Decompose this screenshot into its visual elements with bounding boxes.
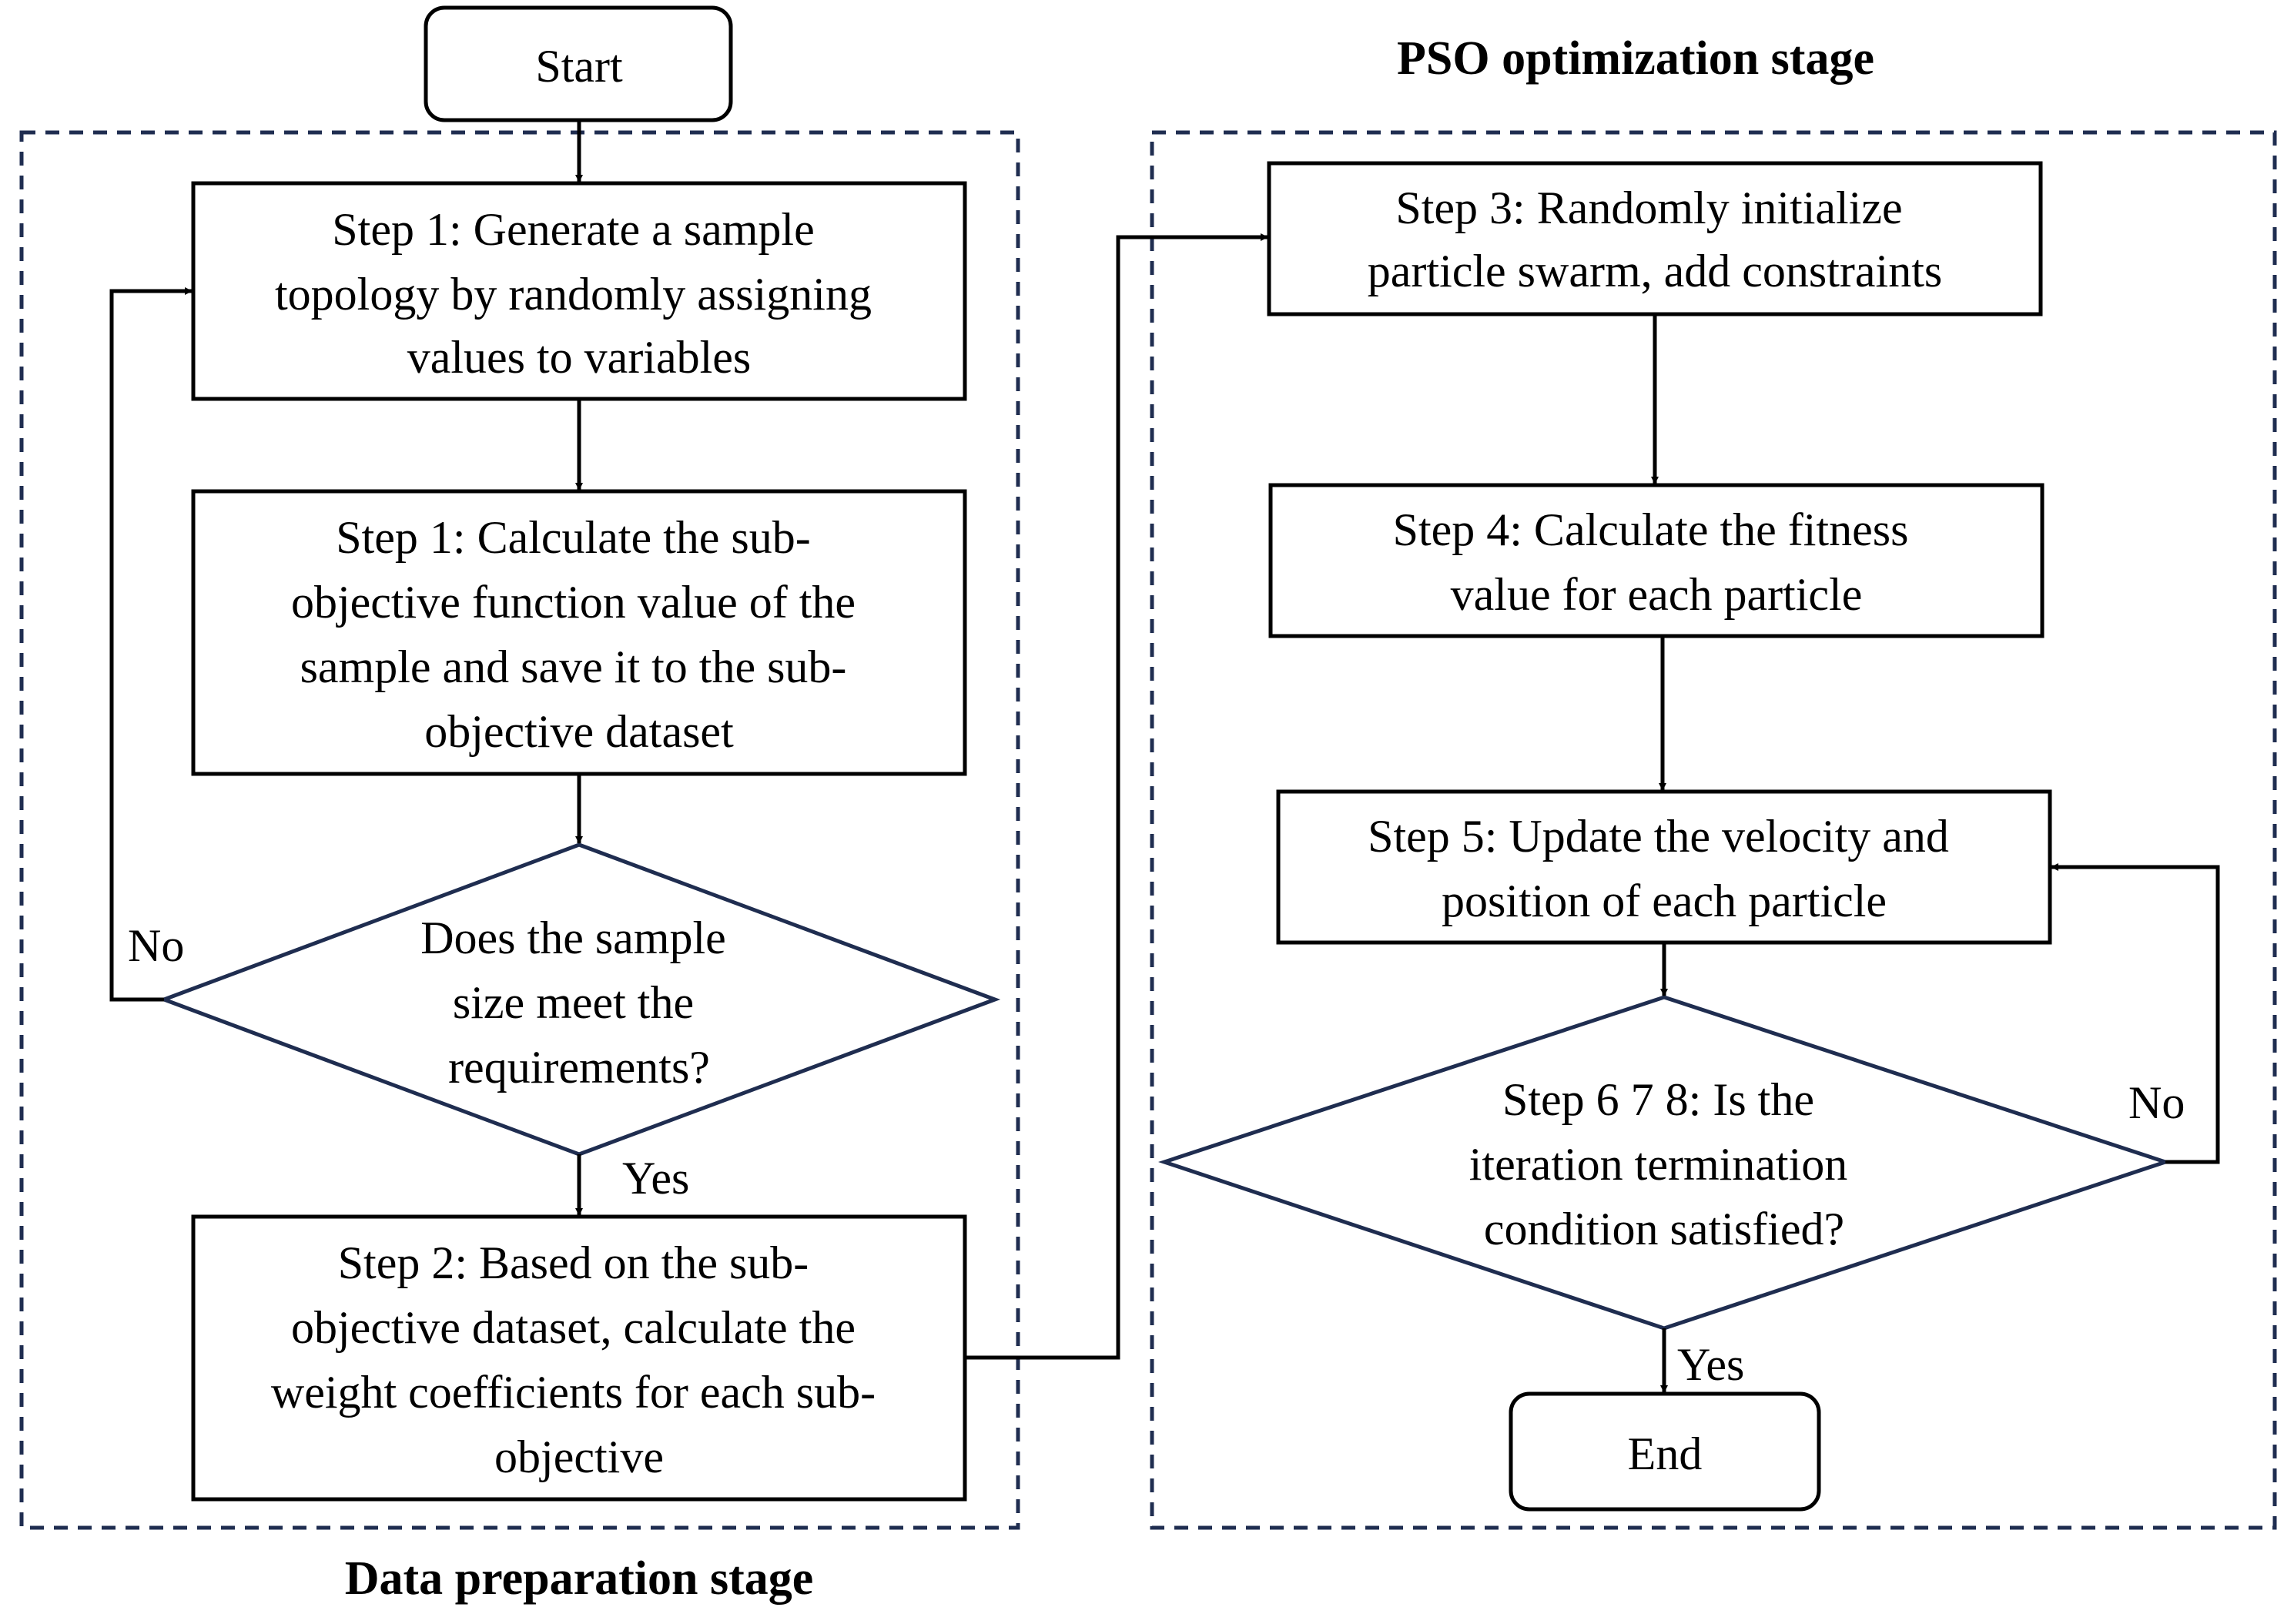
step5-label: Step 5: Update the velocity and position… bbox=[1368, 811, 1961, 926]
sample-decision-yes-label: Yes bbox=[622, 1153, 689, 1204]
data-preparation-stage-title: Data preparation stage bbox=[345, 1552, 813, 1605]
step3-box bbox=[1267, 161, 2043, 316]
step3-label: Step 3: Randomly initialize particle swa… bbox=[1368, 182, 1942, 296]
iteration-decision-yes-label: Yes bbox=[1677, 1339, 1744, 1390]
step4-box bbox=[1268, 483, 2045, 638]
step1-generate-label: Step 1: Generate a sample topology by ra… bbox=[275, 204, 883, 383]
step2-label: Step 2: Based on the sub- objective data… bbox=[271, 1237, 887, 1482]
step5-box bbox=[1276, 789, 2052, 945]
step1-calculate-label: Step 1: Calculate the sub- objective fun… bbox=[291, 512, 867, 757]
sample-decision-no-label: No bbox=[128, 920, 184, 971]
step2-box bbox=[191, 1214, 967, 1502]
end-terminal bbox=[1509, 1391, 1821, 1512]
arrow-iteration-decision-no-loop bbox=[2051, 863, 2220, 1164]
iteration-decision-no-label: No bbox=[2128, 1077, 2185, 1128]
iteration-decision-label: Step 6 7 8: Is the iteration termination… bbox=[1469, 1074, 1860, 1254]
pso-optimization-stage-title: PSO optimization stage bbox=[1397, 32, 1874, 85]
step1-generate-box bbox=[191, 181, 967, 401]
step1-calculate-box bbox=[191, 489, 967, 776]
arrow-step2-to-step3 bbox=[965, 233, 1268, 1360]
data-preparation-stage-border bbox=[19, 130, 1020, 1530]
start-terminal-label: Start bbox=[535, 41, 623, 92]
arrow-sample-decision-no-loop bbox=[109, 287, 193, 1002]
sample-size-decision-label: Does the sample size meet the requiremen… bbox=[420, 912, 738, 1093]
pso-optimization-stage-border bbox=[1150, 130, 2277, 1530]
step4-label: Step 4: Calculate the fitness value for … bbox=[1393, 504, 1921, 620]
end-terminal-label: End bbox=[1628, 1428, 1703, 1479]
